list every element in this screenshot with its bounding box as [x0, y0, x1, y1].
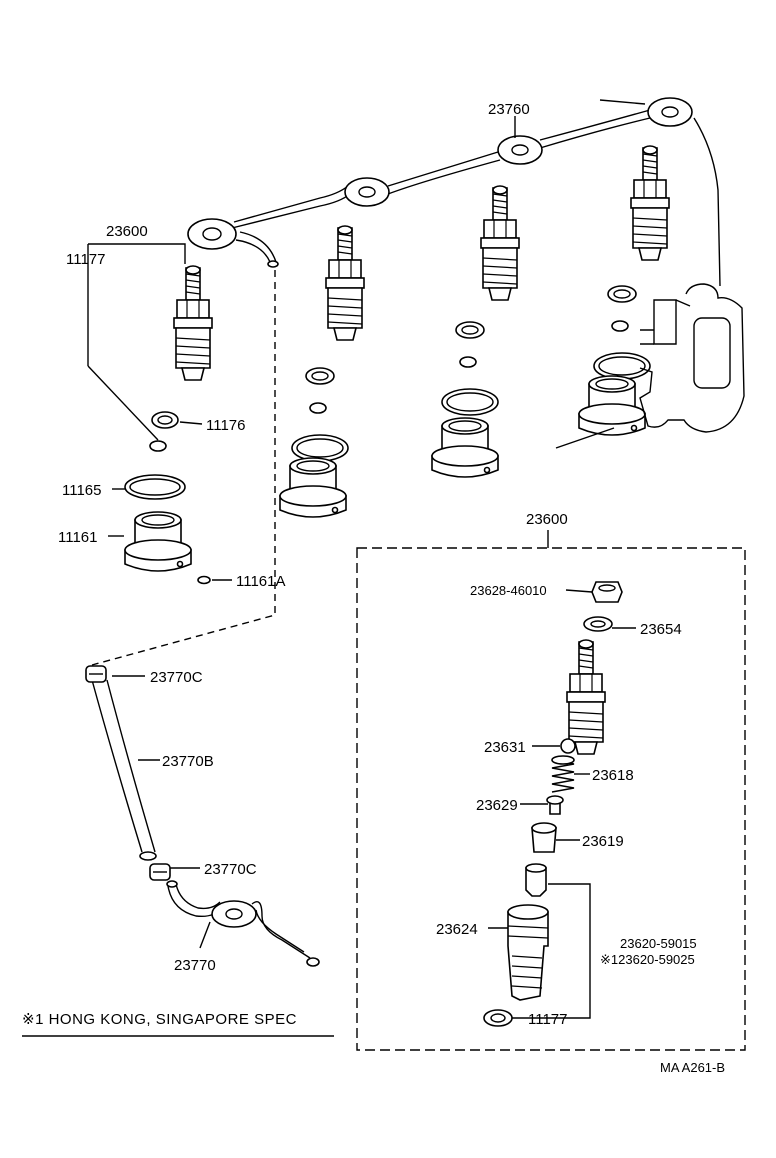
injector-cylinder-4: [578, 145, 670, 436]
label-23631: 23631: [484, 739, 526, 756]
banjo-fitting: [211, 900, 257, 928]
label-23624: 23624: [436, 921, 478, 938]
label-23760: 23760: [488, 101, 530, 118]
label-23770B: 23770B: [162, 753, 214, 770]
leader-lines-left: [87, 116, 516, 581]
label-23770C-lower: 23770C: [204, 861, 257, 878]
label-23600-top: 23600: [106, 223, 148, 240]
footnote: ※1 HONG KONG, SINGAPORE SPEC: [22, 1011, 334, 1037]
label-11177-box: 11177: [528, 1011, 568, 1028]
injector-cylinder-2: [279, 225, 365, 518]
cylinder-head-fragment: [555, 99, 745, 449]
label-11176: 11176: [206, 417, 246, 434]
label-23619: 23619: [582, 833, 624, 850]
nozzle-washer: [149, 440, 167, 452]
label-23629: 23629: [476, 797, 518, 814]
label-11161: 11161: [58, 529, 98, 546]
label-23620-59025: ※123620-59025: [600, 952, 695, 967]
part-number-labels: 23760 23600 11177 11176 11165 11161 1116…: [58, 101, 697, 1028]
label-23770: 23770: [174, 957, 216, 974]
injector-cylinder-1: [124, 265, 213, 585]
label-23620-59015: 23620-59015: [620, 936, 697, 951]
label-23628-46010: 23628-46010: [470, 583, 547, 598]
return-hose-assembly: [85, 665, 320, 967]
label-11165: 11165: [62, 482, 102, 499]
label-23770C-upper: 23770C: [150, 669, 203, 686]
label-11177-top: 11177: [66, 251, 106, 268]
label-23618: 23618: [592, 767, 634, 784]
label-23600-box: 23600: [526, 511, 568, 528]
fuel-return-pipe: [187, 97, 693, 268]
sleeve-pin: [197, 575, 211, 585]
return-path-dashed: [91, 270, 276, 666]
figure-code: MA A261-B: [660, 1060, 725, 1075]
injector-exploded-box: [356, 530, 746, 1051]
label-23654: 23654: [640, 621, 682, 638]
label-11161A: 11161A: [236, 573, 286, 590]
nozzle-seat-gasket: [151, 411, 179, 429]
injector-cylinder-3: [431, 185, 520, 478]
footnote-text: ※1 HONG KONG, SINGAPORE SPEC: [22, 1011, 297, 1028]
